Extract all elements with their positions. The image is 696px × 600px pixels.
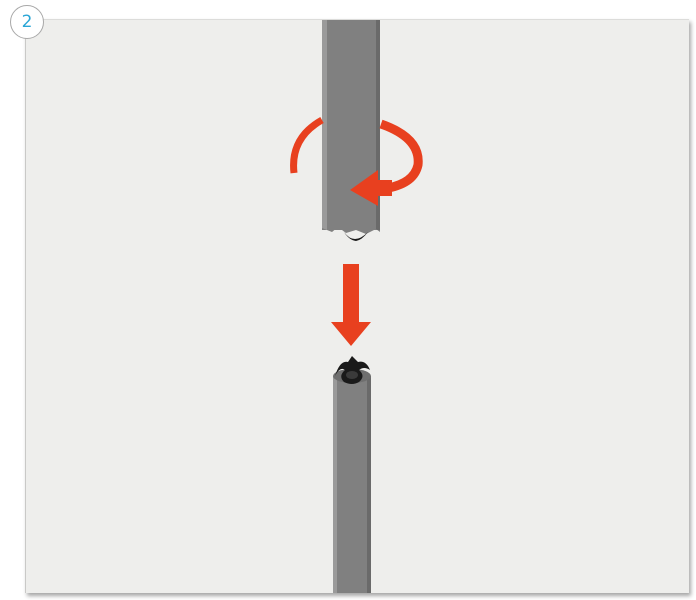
step-number-badge: 2: [10, 5, 44, 39]
assembly-illustration: [290, 20, 423, 593]
lower-pole-icon: [333, 356, 371, 593]
step-number: 2: [21, 11, 33, 32]
down-arrow-icon: [331, 264, 371, 346]
rotate-arrow-icon: [290, 116, 423, 206]
illustration-panel: [25, 19, 689, 593]
upper-pole-icon: [322, 20, 380, 241]
